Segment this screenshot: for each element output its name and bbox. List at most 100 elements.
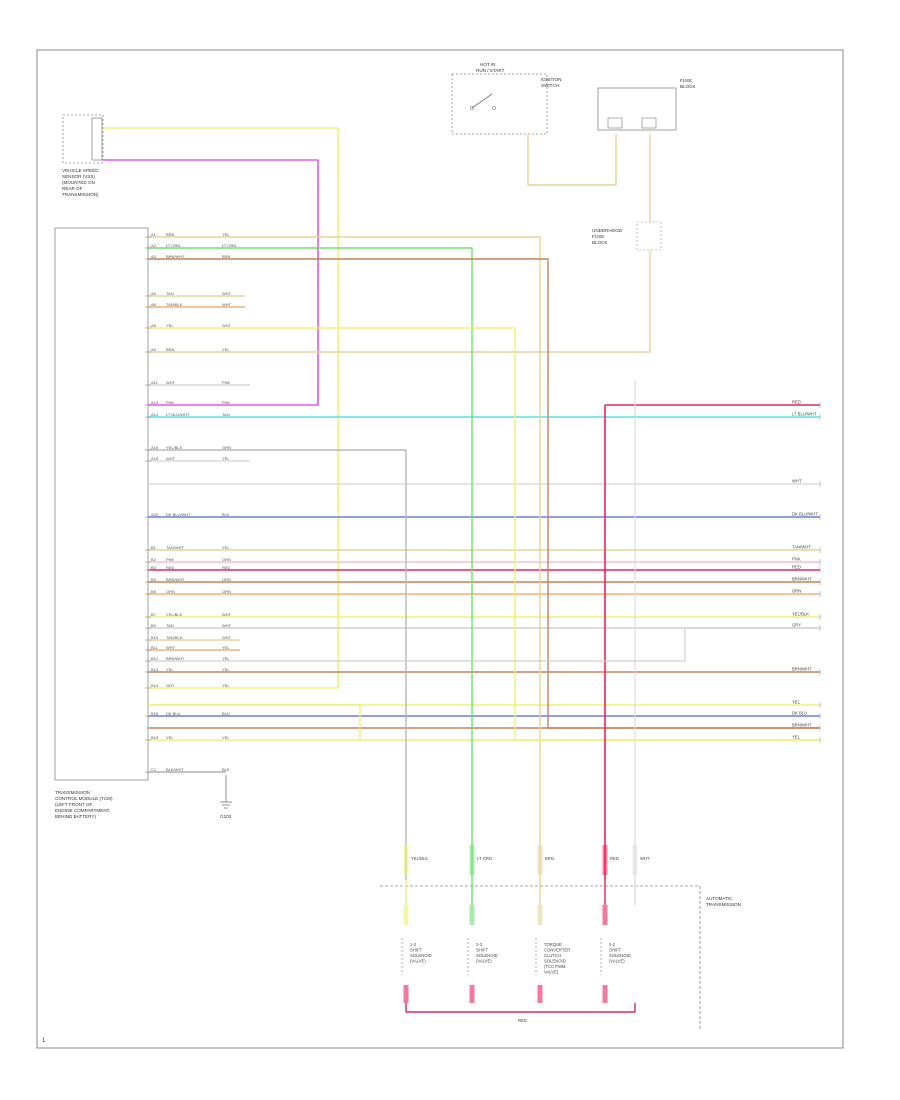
tcm-pin-wire-left: TAN/WHT <box>166 545 184 550</box>
right-wire-label: GRY <box>792 623 801 628</box>
row-lt-grn <box>148 247 473 880</box>
solenoid-caption: (VALVE) <box>476 959 492 964</box>
solenoid-caption: VALVE) <box>544 970 559 975</box>
tcm-pin-wire-mid: BLK <box>222 512 230 517</box>
underhood-caption-1: FUSE <box>592 234 604 239</box>
tcm-pin-wire-left: YEL <box>166 735 174 740</box>
solenoid-caption: SHIFT <box>609 948 622 953</box>
tcm-pin-wire-left: BRN/WHT <box>166 656 185 661</box>
tcm-pin-wire-left: TAN <box>166 623 174 628</box>
tcm-pin-id: B11 <box>151 645 159 650</box>
right-wire-label: RED <box>792 565 801 570</box>
tcm-pin-id: A2 <box>151 243 157 248</box>
solenoid-upper-pin <box>469 905 475 925</box>
tcm-pin-id: A11 <box>151 380 159 385</box>
solenoid-caption: 2-3 <box>476 942 483 947</box>
solenoid-caption: SOLENOID <box>609 953 631 958</box>
solenoid-connector <box>469 845 475 875</box>
row-gry-loop <box>148 627 820 662</box>
tcm-pin-wire-left: ORN <box>166 589 175 594</box>
return-bus-label: RED <box>518 1018 527 1023</box>
vss-wire-magenta <box>103 159 319 406</box>
solenoid-wire-label: BRN <box>545 856 554 861</box>
solenoid-connector <box>602 845 608 875</box>
tcm-pin-id: B16 <box>151 711 159 716</box>
transmission-caption-1: TRANSMISSION <box>706 902 741 907</box>
transmission-caption-0: AUTOMATIC <box>706 896 733 901</box>
fuse-block: FUSE BLOCK <box>597 78 697 131</box>
tcm-pin-wire-mid: YEL <box>222 656 230 661</box>
tcm-pin-wire-mid: WHT <box>222 623 232 628</box>
underhood-caption-0: UNDERHOOD <box>592 228 623 233</box>
tcm-pin-id: A20 <box>151 512 159 517</box>
underhood-to-tcm-wire <box>148 250 651 353</box>
tcm-pin-wire-left: WHT <box>166 645 176 650</box>
solenoid-caption: (VALVE) <box>410 959 426 964</box>
tcm-pin-id: C1 <box>151 767 157 772</box>
tcm-pin-id: A6 <box>151 302 157 307</box>
right-wire-label: RED <box>792 400 801 405</box>
solenoid-caption: 1-2 <box>410 942 417 947</box>
tcm-pin-wire-left: TAN <box>166 291 174 296</box>
tcm-pin-wire-left: WHT <box>166 456 176 461</box>
solenoid-caption: SHIFT <box>476 948 489 953</box>
tcm-pin-wire-left: YEL <box>166 667 174 672</box>
solenoid-wire-label: YEL/BLK <box>411 856 428 861</box>
tcm-caption-3: ENGINE COMPARTMENT, <box>55 808 110 813</box>
ignition-top-0: HOT IN <box>480 62 495 67</box>
tcm-pin-wire-mid: YEL <box>222 735 230 740</box>
right-wire-label: YEL/BLK <box>792 612 809 617</box>
right-wire-label: DK BLU/WHT <box>792 512 818 517</box>
right-wire-label: LT BLU/WHT <box>792 412 817 417</box>
ign-to-fuse-wire <box>527 134 617 186</box>
solenoid-caption: 3-2 <box>609 942 616 947</box>
tcm-pin-wire-left: PNK <box>166 557 175 562</box>
tcm-pin-id: A9 <box>151 347 157 352</box>
tcm-pin-wire-mid: WHT <box>222 302 232 307</box>
tcm-pin-wire-mid: YEL <box>222 232 230 237</box>
tcm-pin-wire-left: RED <box>166 565 175 570</box>
tcm-pin-wire-left: YEL/BLK <box>166 612 183 617</box>
tcm-pin-wire-left: WHT <box>166 380 176 385</box>
solenoid-caption: (VALVE) <box>609 959 625 964</box>
tcm-pin-wire-left: DK BLU <box>166 711 181 716</box>
tcm-caption-1: CONTROL MODULE (TCM) <box>55 796 113 801</box>
underhood-caption-2: BLOCK <box>592 240 609 245</box>
solenoid-wire-label: LT GRN <box>477 856 492 861</box>
solenoid-caption: SOLENOID <box>544 959 566 964</box>
tcm-pin-wire-mid: ORN <box>222 557 231 562</box>
tcm-caption-2: (LEFT FRONT OF <box>55 802 93 807</box>
fuse-block-caption-0: FUSE <box>680 78 692 83</box>
solenoid-lower-pin <box>469 985 475 1003</box>
row-brn <box>148 236 541 880</box>
right-wire-label: YEL <box>792 700 801 705</box>
right-wire-label: DK BLU <box>792 711 807 716</box>
diagram-border <box>36 49 844 1049</box>
tcm-caption-4: BEHIND BATTERY) <box>55 814 96 819</box>
tcm-pin-id: A1 <box>151 232 157 237</box>
tcm-pin-wire-left: PNK <box>166 400 175 405</box>
solenoid-connector <box>403 845 409 875</box>
tcm-pin-wire-mid: WHT <box>222 635 232 640</box>
solenoid-upper-pin <box>537 905 543 925</box>
ignition-top-1: RUN / START <box>476 68 505 73</box>
ignition-switch: HOT IN RUN / START IGNITION SWITCH <box>451 62 561 135</box>
ground-symbol: G103 <box>220 775 232 819</box>
ignition-caption-1: SWITCH <box>541 83 559 88</box>
tcm-pin-wire-mid: PNK <box>222 400 231 405</box>
tcm-pin-wire-left: LT GRN <box>166 243 180 248</box>
tcm-pin-id: B13 <box>151 667 159 672</box>
ignition-caption-0: IGNITION <box>541 77 561 82</box>
tcm-pin-id: A13 <box>151 400 159 405</box>
tcm-pin-id: B2 <box>151 557 157 562</box>
fuse-block-caption-1: BLOCK <box>680 84 697 89</box>
tcm-pin-id: A18 <box>151 456 159 461</box>
solenoid-caption: (TCC PWM <box>544 964 566 969</box>
tcm-pin-id: A3 <box>151 254 157 259</box>
tcm-pin-wire-left: YEL <box>166 323 174 328</box>
tcm-pin-wire-left: DK BLU/WHT <box>166 512 191 517</box>
solenoid-return-bus <box>405 1003 636 1013</box>
